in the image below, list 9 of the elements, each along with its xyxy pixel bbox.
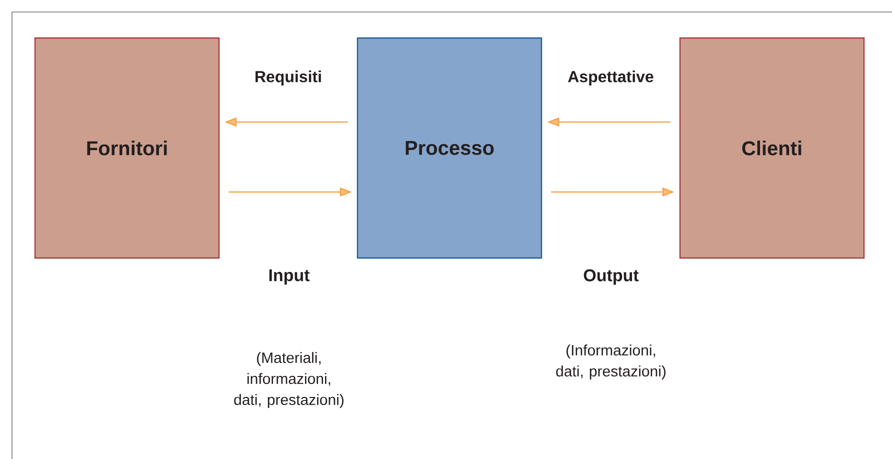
description-text: (Materiali, informazioni, dati, prestazioni)	[234, 352, 344, 408]
process-box: Processo	[356, 37, 542, 259]
edge-label: Requisiti	[256, 70, 321, 86]
heading-label: Input	[269, 269, 310, 285]
edge-label: Aspettative	[568, 70, 654, 86]
process-box: Clienti	[679, 37, 865, 259]
process-box: Fornitori	[34, 37, 220, 259]
description-text: (Informazioni, dati, prestazioni)	[556, 344, 666, 380]
heading-label: Output	[584, 269, 639, 285]
